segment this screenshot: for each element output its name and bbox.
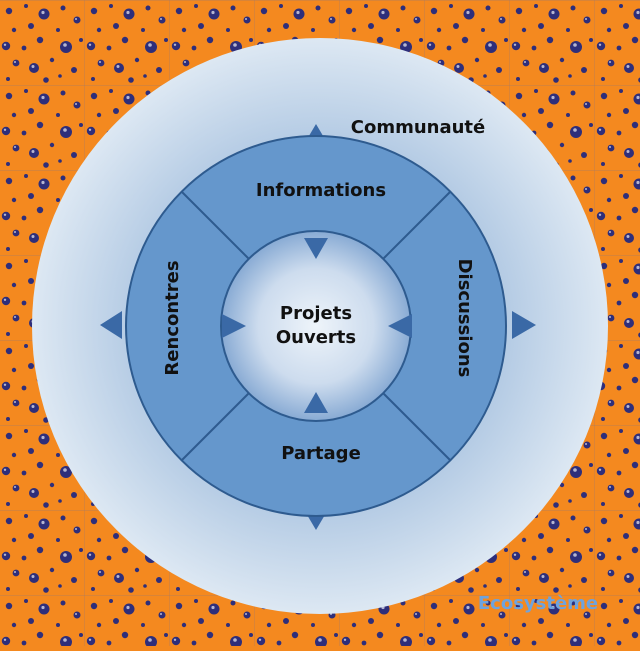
center-label-line2: Ouverts xyxy=(276,327,356,348)
arrow-right-icon xyxy=(512,311,536,339)
segment-label-rencontres: Rencontres xyxy=(162,260,183,375)
community-label: Communauté xyxy=(351,117,486,138)
inner-arrow-right-icon xyxy=(388,314,412,338)
inner-arrow-top-icon xyxy=(304,238,328,259)
arrow-left-icon xyxy=(100,311,122,339)
center-label-line1: Projets xyxy=(280,303,352,324)
segment-label-informations: Informations xyxy=(256,180,386,201)
ecosystem-label: Ecosystème xyxy=(478,593,598,614)
segment-label-discussions: Discussions xyxy=(454,259,475,378)
ring-dividers xyxy=(181,191,451,461)
inner-arrow-bottom-icon xyxy=(304,392,328,413)
segment-label-partage: Partage xyxy=(281,443,361,464)
inner-arrow-left-icon xyxy=(222,314,246,338)
